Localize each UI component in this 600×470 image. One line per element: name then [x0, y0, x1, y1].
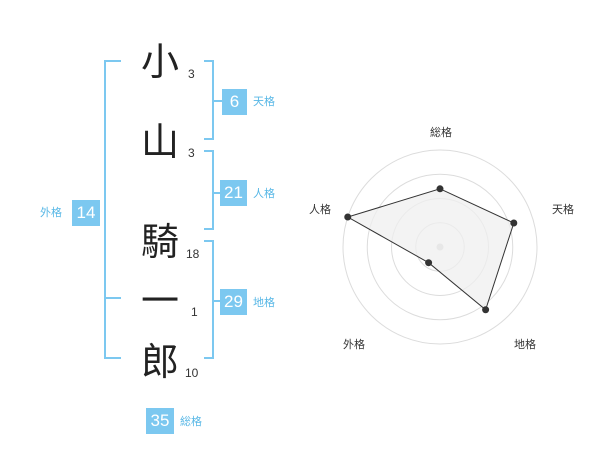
chikaku-bracket-vertical [212, 240, 214, 359]
gaikaku-bracket-top [104, 60, 121, 62]
tenkaku-bracket-top [204, 60, 214, 62]
stroke-count-3: 18 [186, 247, 200, 261]
jinkaku-label: 人格 [253, 187, 275, 200]
radar-axis-label-soukaku: 総格 [430, 126, 452, 139]
gaikaku-label: 外格 [40, 206, 62, 219]
chikaku-connector [212, 300, 222, 302]
tenkaku-connector [212, 100, 222, 102]
gaikaku-badge: 14 [72, 200, 100, 226]
radar-axis-label-chikaku: 地格 [514, 338, 536, 351]
jinkaku-badge: 21 [220, 180, 247, 206]
radar-axis-label-jinkaku: 人格 [309, 203, 331, 216]
name-char-1: 小 [140, 40, 179, 84]
radar-axis-label-tenkaku: 天格 [552, 203, 574, 216]
name-char-4: 一 [140, 279, 179, 323]
tenkaku-badge: 6 [222, 89, 247, 115]
stroke-count-1: 3 [188, 67, 195, 81]
radar-point-2 [482, 306, 490, 314]
jinkaku-connector [212, 192, 222, 194]
stroke-count-2: 3 [188, 146, 195, 160]
radar-axis-label-gaikaku: 外格 [343, 338, 365, 351]
name-char-2: 山 [140, 120, 179, 164]
gaikaku-bracket-bottom [104, 357, 121, 359]
jinkaku-bracket-top [204, 150, 214, 152]
soukaku-label: 総格 [180, 415, 202, 428]
name-char-3: 騎 [140, 220, 179, 264]
chikaku-label: 地格 [253, 296, 275, 309]
tenkaku-bracket-bottom [204, 138, 214, 140]
name-char-5: 郎 [140, 340, 179, 384]
gaikaku-bracket-vertical [104, 60, 106, 359]
jinkaku-bracket-vertical [212, 150, 214, 230]
radar-point-1 [510, 219, 518, 227]
radar-ring-3 [366, 173, 514, 321]
radar-point-4 [344, 213, 352, 221]
radar-point-0 [436, 185, 444, 193]
chikaku-badge: 29 [220, 289, 247, 315]
jinkaku-bracket-bottom [204, 228, 214, 230]
radar-polygon [346, 188, 515, 311]
chikaku-bracket-bottom [204, 357, 214, 359]
stroke-count-5: 10 [185, 366, 199, 380]
gaikaku-bracket-middle [104, 297, 121, 299]
stroke-count-4: 1 [191, 305, 198, 319]
chikaku-bracket-top [204, 240, 214, 242]
tenkaku-label: 天格 [253, 95, 275, 108]
radar-point-3 [425, 259, 433, 267]
soukaku-badge: 35 [146, 408, 174, 434]
